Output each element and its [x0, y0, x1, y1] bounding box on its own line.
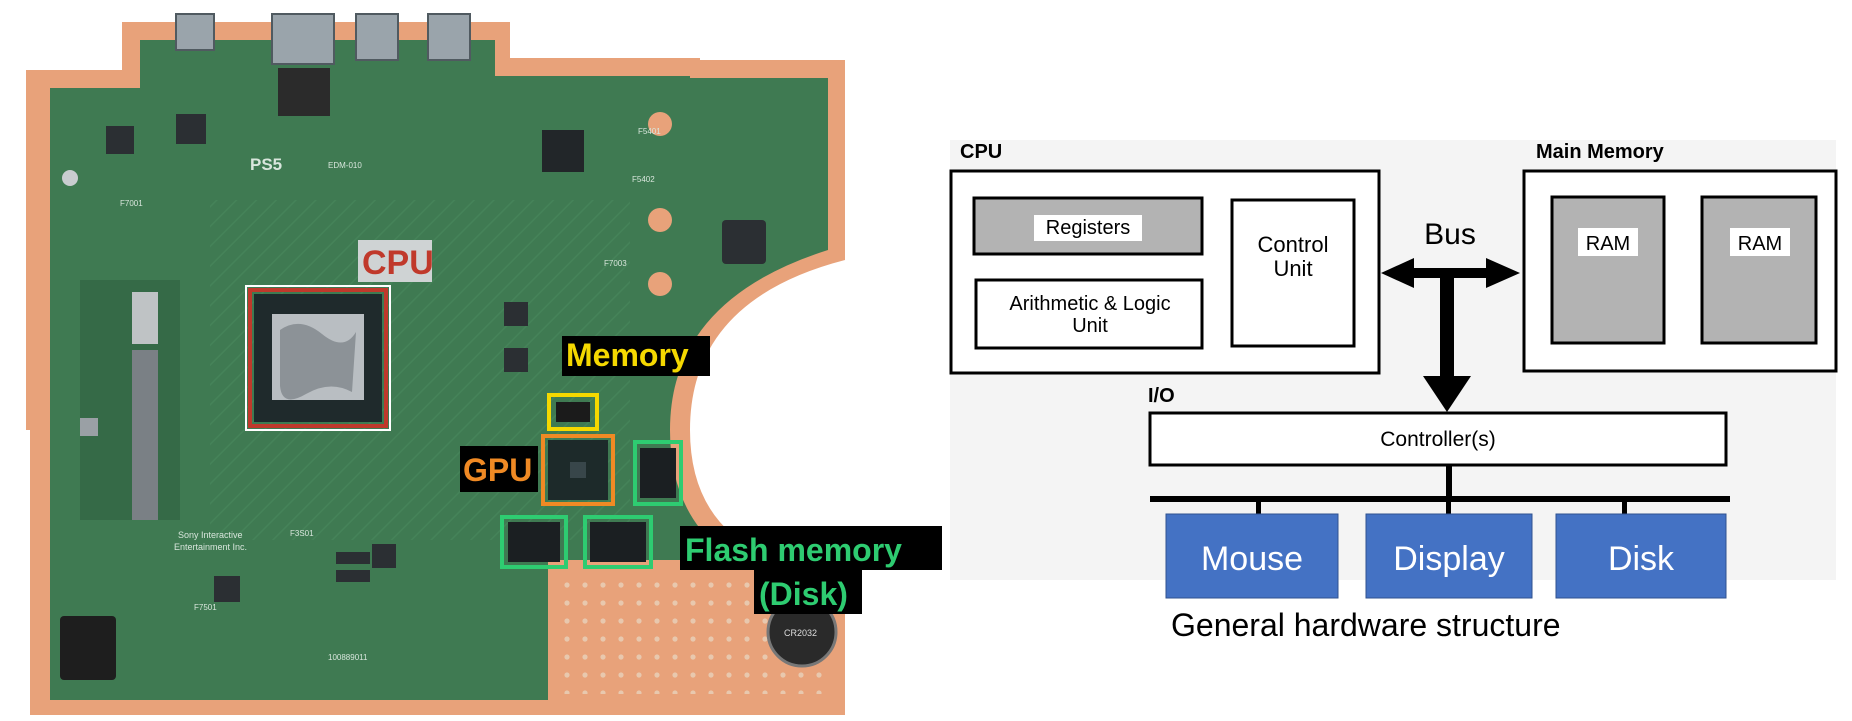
registers-label: Registers — [1046, 217, 1130, 239]
flash-chip-2 — [508, 522, 560, 562]
flash-highlight-2 — [500, 515, 568, 569]
device-display-box — [1365, 513, 1533, 599]
flash-highlight-3 — [583, 515, 653, 569]
cpu-callout: CPU — [362, 244, 434, 282]
controller-label: Controller(s) — [1380, 428, 1496, 451]
memory-highlight — [547, 393, 599, 431]
device-bus-lines — [1150, 465, 1730, 514]
memory-chip — [556, 402, 590, 422]
usb-a-port-1 — [355, 13, 399, 61]
board-ref-f5402: F5402 — [632, 175, 655, 184]
flash-chip-3 — [590, 522, 646, 562]
alu-label-line2: Unit — [1072, 315, 1108, 337]
board-ref-f7001: F7001 — [120, 199, 143, 208]
device-mouse-box — [1165, 513, 1339, 599]
control-unit-box — [1230, 198, 1356, 348]
gpu-highlight — [541, 434, 615, 506]
main-memory-label: Main Memory — [1536, 141, 1665, 163]
motherboard-photo: PS5 EDM-010 F7001 F5401 F5402 F7003 Sony… — [26, 13, 942, 715]
board-ref-f7501: F7501 — [194, 603, 217, 612]
alu-label-line1: Arithmetic & Logic — [1009, 293, 1170, 315]
usb-a-port-2 — [427, 13, 471, 61]
board-ref-f3s01: F3S01 — [290, 529, 314, 538]
flash-chip-1 — [640, 448, 676, 498]
device-disk-box — [1555, 513, 1727, 599]
alu-box — [974, 278, 1204, 350]
device-mouse-label: Mouse — [1201, 540, 1303, 578]
controller-box — [1148, 411, 1728, 467]
board-brand: PS5 — [250, 155, 282, 174]
hdmi-port — [271, 13, 335, 65]
bus-arrows — [1381, 258, 1520, 412]
device-display-label: Display — [1393, 540, 1504, 578]
ram-box-2 — [1700, 195, 1818, 345]
flash-callout-line1: Flash memory — [685, 532, 902, 568]
usb-c-port — [175, 13, 215, 51]
device-disk-label: Disk — [1608, 540, 1675, 578]
flash-callout-line2: (Disk) — [759, 576, 848, 612]
board-maker-line1: Sony Interactive — [178, 530, 243, 540]
ram-label-2: RAM — [1738, 233, 1782, 255]
control-unit-line1: Control — [1258, 232, 1329, 257]
ram-label-1: RAM — [1586, 233, 1630, 255]
control-unit-line2: Unit — [1273, 256, 1312, 281]
memory-callout: Memory — [566, 337, 689, 373]
flash-highlight-1 — [633, 440, 683, 506]
cpu-highlight — [248, 288, 388, 428]
diagram-caption: General hardware structure — [1171, 607, 1561, 643]
board-ref-f7003: F7003 — [604, 259, 627, 268]
io-label: I/O — [1148, 385, 1175, 407]
bus-label: Bus — [1424, 218, 1476, 251]
board-ref-f5401: F5401 — [638, 127, 661, 136]
board-maker-line2: Entertainment Inc. — [174, 542, 247, 552]
gpu-callout: GPU — [463, 452, 532, 488]
ram-box-1 — [1550, 195, 1666, 345]
board-model: EDM-010 — [328, 161, 362, 170]
battery-text: CR2032 — [784, 628, 817, 638]
board-serial: 100889011 — [328, 653, 368, 662]
cpu-group-label: CPU — [960, 141, 1002, 163]
hardware-diagram: CPU Registers Arithmetic & Logic Unit Co… — [949, 140, 1838, 643]
